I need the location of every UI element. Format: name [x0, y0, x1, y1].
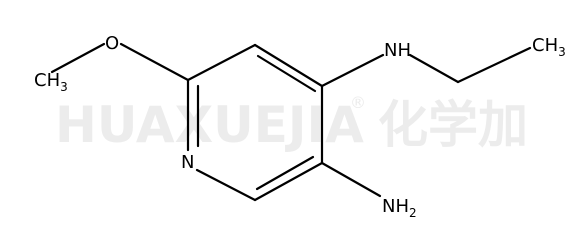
amino-label: NH2 [382, 196, 417, 220]
bond-o-c2 [119, 42, 190, 82]
watermark-cjk: 化学加 [378, 96, 528, 154]
methyl-left-label: CH3 [34, 70, 68, 94]
bond-nh-ch2 [408, 53, 460, 84]
watermark-brand: HUAXUEJIA [55, 96, 364, 154]
bond-c3-c4 [253, 43, 324, 88]
bond-c3-c4-double [256, 54, 317, 93]
bond-ch2-ch3 [456, 46, 532, 84]
bond-c6-n1 [195, 168, 257, 202]
bond-c5-nh2 [320, 161, 382, 198]
methyl-right-label: CH3 [532, 35, 566, 59]
bond-c5-c6 [253, 161, 324, 202]
bond-c4-nh [320, 53, 385, 88]
bond-c2-c3 [186, 43, 257, 82]
amine-nh-label: NH [384, 40, 411, 61]
ring-nitrogen-label: N [181, 152, 194, 173]
bond-c5-c6-double [255, 155, 315, 191]
bond-ch3-o [50, 42, 106, 74]
bonds [50, 42, 532, 202]
oxygen-label: O [105, 33, 119, 54]
watermark-registered: ® [350, 93, 366, 112]
